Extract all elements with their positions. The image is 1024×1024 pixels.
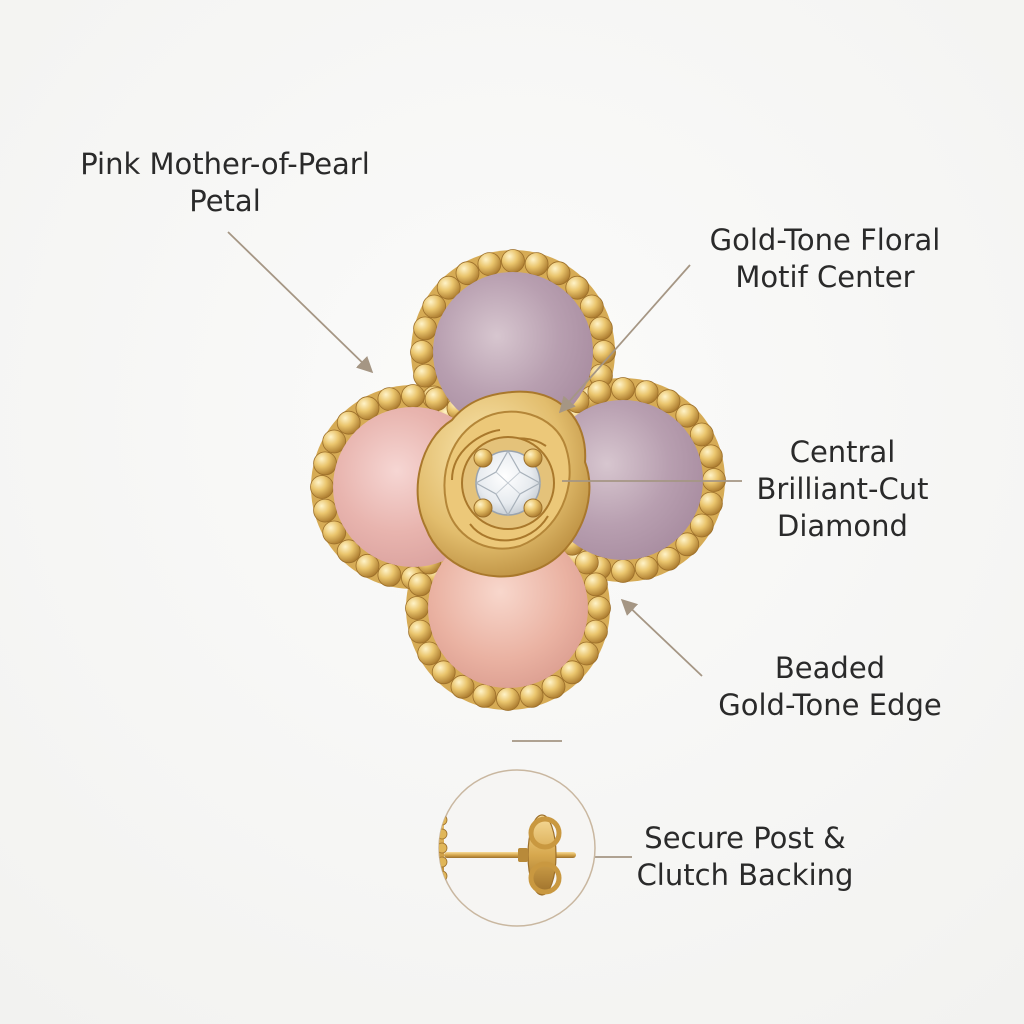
gold-bead [689,513,714,538]
gold-bead [408,619,433,644]
gold-bead [336,410,361,435]
gold-bead [322,520,347,545]
callout-petal-line2: Petal [189,184,261,218]
gold-bead [519,684,544,708]
gold-bead [579,294,604,319]
gold-bead [455,261,480,286]
gold-bead [417,641,442,666]
callout-post-line1: Secure Post & [644,821,846,855]
gold-bead [699,444,723,469]
gold-bead [313,498,338,523]
diamond-prongs [473,448,543,518]
gold-bead [587,596,611,620]
gold-bead [546,261,571,286]
gold-bead [584,572,608,597]
callout-edge: Beaded Gold-Tone Edge [695,650,965,724]
callout-petal: Pink Mother-of-Pearl Petal [60,146,390,220]
gold-bead [355,396,380,421]
gold-bead [496,687,520,711]
gold-floral-center [416,390,591,578]
gold-bead [524,252,549,277]
gold-bead [560,660,585,685]
gold-bead [413,316,438,341]
gold-bead [436,275,461,300]
gold-bead [310,475,334,499]
center-arrow-icon [558,264,691,414]
callout-diamond-line2: Brilliant-Cut [756,472,929,506]
gold-bead [477,252,502,277]
gold-bead [405,596,429,620]
gold-bead [408,572,433,597]
callout-center: Gold-Tone Floral Motif Center [690,222,960,296]
gold-bead [634,556,659,580]
flower-earring-icon [310,249,726,711]
callout-center-line2: Motif Center [735,260,915,294]
gold-bead [401,384,425,408]
callout-post-line2: Clutch Backing [636,858,854,892]
callout-edge-line1: Beaded [774,651,886,685]
gold-bead [656,389,681,414]
gold-bead [422,294,447,319]
gold-bead [675,403,700,428]
gold-bead [702,468,726,492]
gold-bead [611,559,635,583]
callout-petal-line1: Pink Mother-of-Pearl [80,147,370,181]
gold-bead [336,539,361,564]
gold-bead [413,363,438,388]
petal-arrow-icon [227,231,374,374]
gold-bead [431,660,456,685]
gold-bead [501,249,525,273]
gold-bead [611,377,635,401]
gold-bead [675,532,700,557]
gold-bead [313,451,338,476]
gold-bead [584,619,608,644]
callout-diamond-line1: Central [789,435,896,469]
gold-bead [634,380,659,405]
gold-bead [589,316,613,341]
gold-bead [450,674,475,699]
post-and-clutch-icon [438,769,596,927]
gold-bead [699,491,723,516]
callout-diamond-line3: Diamond [777,509,908,543]
gold-bead [587,380,612,405]
gold-bead [377,387,402,412]
callout-diamond: Central Brilliant-Cut Diamond [730,434,955,545]
gold-bead [472,684,497,708]
callout-post: Secure Post & Clutch Backing [630,820,860,894]
edge-arrow-icon [620,598,703,677]
gold-bead [656,546,681,571]
leader-lines [227,231,742,858]
callout-edge-line2: Gold-Tone Edge [718,688,942,722]
gold-bead [574,641,599,666]
petal-top [433,272,593,432]
gold-bead [541,674,566,699]
callout-center-line1: Gold-Tone Floral [709,223,941,257]
gold-bead [355,553,380,578]
gold-bead [565,275,590,300]
gold-bead [377,563,402,587]
gold-bead [322,429,347,454]
gold-bead [689,422,714,447]
gold-bead [410,340,434,364]
